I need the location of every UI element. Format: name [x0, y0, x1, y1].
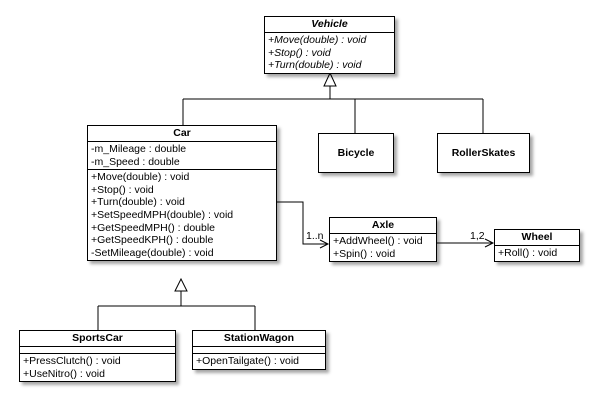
attribute-row: -m_Speed : double — [91, 155, 180, 168]
generalization-arrowhead-car — [174, 277, 188, 292]
attribute-row: -m_Mileage : double — [91, 143, 187, 155]
method-row: +Turn(double) : void — [268, 59, 362, 72]
class-stationwagon-name: StationWagon — [193, 331, 325, 347]
method-row: +PressClutch() : void — [23, 355, 121, 367]
method-row: +OpenTailgate() : void — [196, 355, 300, 367]
class-wheel-methods: +Roll() : void — [495, 246, 579, 261]
class-car-name: Car — [88, 126, 276, 142]
multiplicity-car-axle: 1..n — [306, 230, 324, 242]
association-car-axle-arrowhead — [319, 239, 330, 249]
method-row: +Move(double) : void — [91, 171, 190, 184]
method-row: +GetSpeedKPH() : double — [91, 234, 214, 247]
class-rollerskates: RollerSkates — [437, 133, 530, 173]
method-row: -SetMileage(double) : void — [91, 246, 214, 259]
class-sportscar: SportsCar +PressClutch() : void +UseNitr… — [19, 330, 176, 383]
class-stationwagon-methods: +OpenTailgate() : void — [193, 354, 325, 369]
class-sportscar-attributes — [20, 347, 175, 354]
class-sportscar-name: SportsCar — [20, 331, 175, 347]
method-row: +Turn(double) : void — [91, 196, 185, 209]
class-vehicle: Vehicle +Move(double) : void +Stop() : v… — [264, 16, 395, 74]
class-rollerskates-name: RollerSkates — [451, 146, 516, 159]
class-car-attributes: -m_Mileage : double -m_Speed : double — [88, 142, 276, 171]
class-car-methods: +Move(double) : void +Stop() : void +Tur… — [88, 170, 276, 260]
class-wheel-name: Wheel — [495, 230, 579, 246]
association-car-axle-line — [277, 201, 328, 245]
class-sportscar-methods: +PressClutch() : void +UseNitro() : void — [20, 354, 175, 381]
multiplicity-axle-wheel: 1,2 — [470, 230, 485, 242]
class-stationwagon: StationWagon +OpenTailgate() : void — [192, 330, 326, 370]
method-row: +Stop() : void — [91, 183, 154, 196]
association-axle-wheel-arrowhead — [484, 238, 495, 248]
class-axle: Axle +AddWheel() : void +Spin() : void — [329, 217, 437, 263]
class-vehicle-name: Vehicle — [265, 17, 394, 33]
association-axle-wheel — [437, 238, 495, 248]
method-row: +Stop() : void — [268, 46, 331, 59]
class-axle-methods: +AddWheel() : void +Spin() : void — [330, 234, 436, 261]
generalization-vehicle — [182, 71, 484, 133]
method-row: +Move(double) : void — [268, 34, 367, 46]
method-row: +Spin() : void — [333, 247, 396, 260]
method-row: +AddWheel() : void — [333, 235, 423, 247]
method-row: +SetSpeedMPH(double) : void — [91, 208, 234, 221]
class-stationwagon-attributes — [193, 347, 325, 354]
generalization-car — [97, 277, 256, 330]
generalization-arrowhead-vehicle — [323, 71, 337, 87]
class-wheel: Wheel +Roll() : void — [494, 229, 580, 262]
association-car-axle — [277, 201, 330, 249]
method-row: +UseNitro() : void — [23, 367, 105, 380]
class-vehicle-methods: +Move(double) : void +Stop() : void +Tur… — [265, 33, 394, 73]
method-row: +GetSpeedMPH() : double — [91, 221, 216, 234]
class-axle-name: Axle — [330, 218, 436, 234]
class-car: Car -m_Mileage : double -m_Speed : doubl… — [87, 125, 277, 262]
class-bicycle-name: Bicycle — [337, 146, 375, 159]
class-bicycle: Bicycle — [318, 133, 394, 173]
method-row: +Roll() : void — [498, 247, 558, 259]
